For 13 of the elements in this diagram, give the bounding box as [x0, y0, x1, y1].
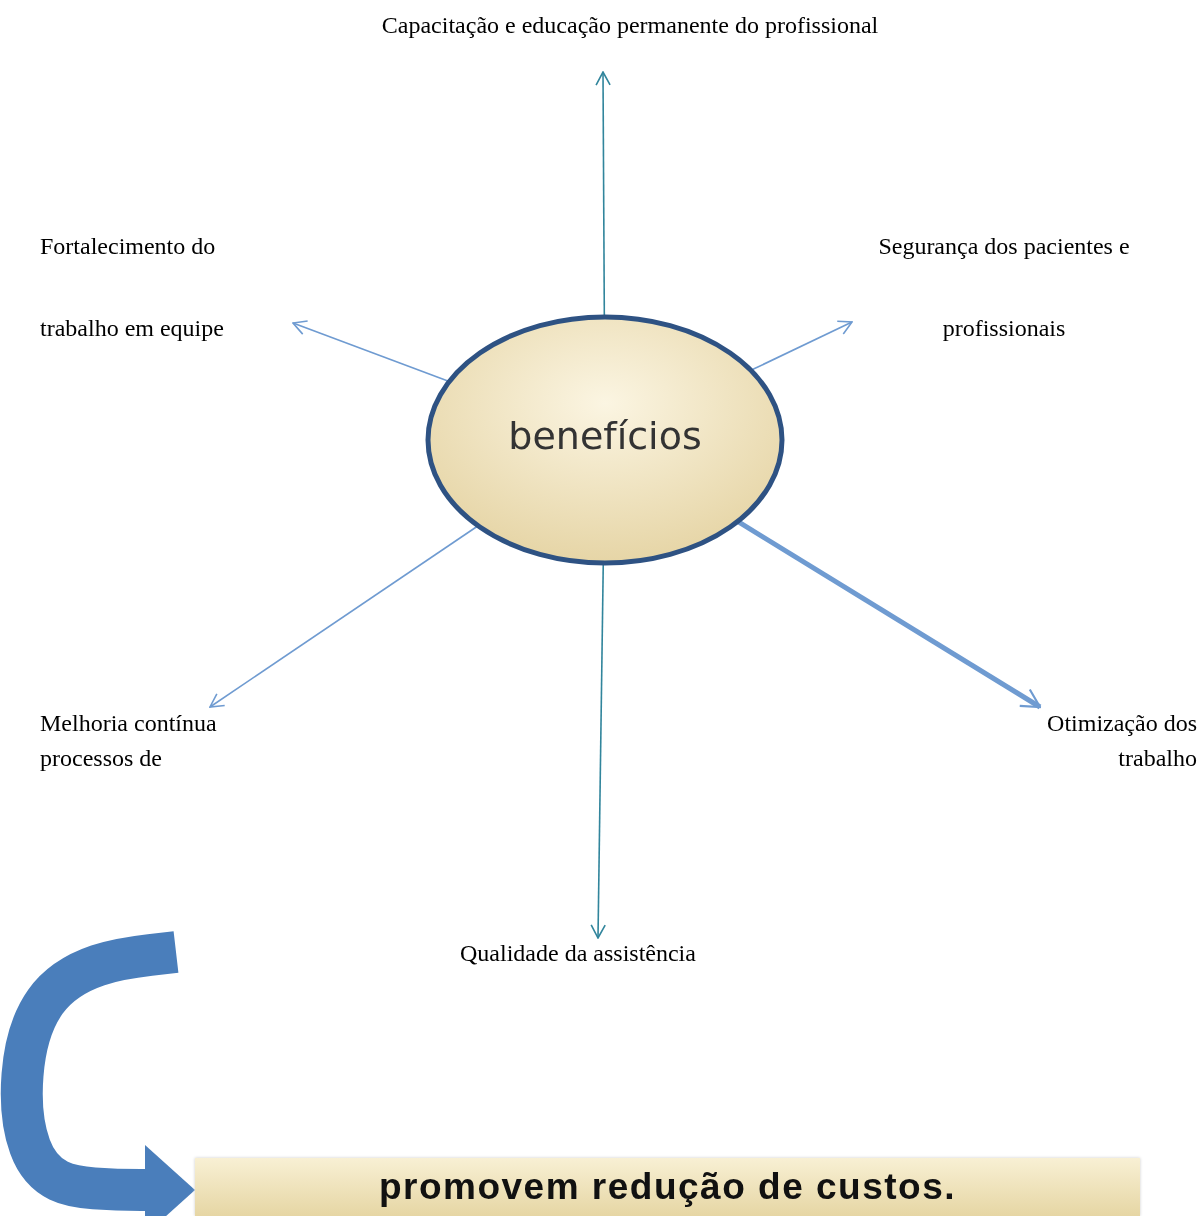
banner-text: promovem redução de custos. [377, 1165, 958, 1209]
benefit-ellipse [424, 313, 786, 567]
arrow [750, 320, 853, 372]
arrow [736, 519, 1042, 710]
benefit-label: Otimização dos trabalho [1046, 709, 1197, 773]
benefit-label: Qualidade da assistência [459, 939, 697, 968]
arrow [0, 931, 195, 1216]
benefit-label: Fortalecimento do trabalho em equipe [40, 232, 225, 343]
benefit-label: Melhoria contínua processos de [40, 709, 218, 773]
benefit-label: Segurança dos pacientes e profissionais [877, 232, 1131, 343]
result-banner [195, 1158, 1140, 1216]
center-label: benefícios [507, 414, 703, 458]
benefit-label: Capacitação e educação permanente do profissional [380, 11, 880, 40]
